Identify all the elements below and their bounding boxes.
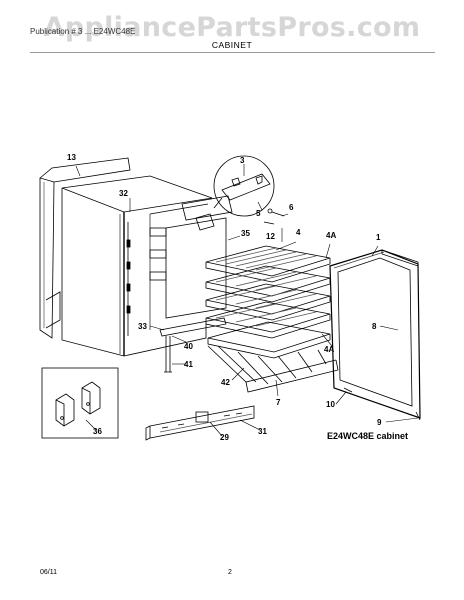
lower-support — [159, 317, 227, 373]
header-divider — [30, 52, 435, 53]
leader-lines — [75, 164, 419, 437]
callout-labels: 13 32 3 5 6 12 35 4 4A 4A 1 8 33 40 41 4… — [67, 153, 382, 442]
callout-3: 3 — [240, 156, 245, 165]
watermark-text: AppliancePartsPros.com — [43, 12, 421, 43]
footer-page-number: 2 — [228, 569, 232, 576]
back-panel — [39, 157, 131, 339]
callout-36: 36 — [93, 427, 102, 436]
footer-date: 06/11 — [40, 569, 57, 576]
callout-41: 41 — [184, 360, 193, 369]
callout-40: 40 — [184, 342, 193, 351]
callout-8: 8 — [372, 322, 377, 331]
bracket-detail — [181, 155, 275, 221]
callout-6: 6 — [289, 203, 294, 212]
callout-9: 9 — [377, 418, 382, 427]
callout-12: 12 — [266, 232, 275, 241]
rear-liner-panel — [165, 213, 227, 319]
screw-parts — [263, 208, 285, 225]
cabinet-body — [61, 175, 213, 357]
kickplate-grille — [145, 405, 255, 441]
bottle-rack — [207, 345, 339, 393]
callout-35: 35 — [241, 229, 250, 238]
callout-10: 10 — [326, 400, 335, 409]
callout-42: 42 — [221, 378, 230, 387]
bracket-detail-box — [41, 367, 119, 439]
callout-5: 5 — [256, 209, 261, 218]
door-frame — [329, 249, 421, 421]
callout-4A: 4A — [326, 231, 336, 240]
callout-4: 4 — [296, 228, 301, 237]
callout-13: 13 — [67, 153, 76, 162]
callout-33: 33 — [138, 322, 147, 331]
callout-1: 1 — [376, 233, 381, 242]
wine-racks — [205, 245, 331, 359]
diagram-caption: E24WC48E cabinet — [327, 431, 409, 441]
callout-29: 29 — [220, 433, 229, 442]
publication-header: Publication # 3 ... E24WC48E — [30, 27, 136, 36]
callout-31: 31 — [258, 427, 267, 436]
callout-7: 7 — [276, 398, 281, 407]
callout-4A-lower: 4A — [324, 345, 334, 354]
section-title: CABINET — [211, 40, 253, 50]
callout-32: 32 — [119, 189, 128, 198]
